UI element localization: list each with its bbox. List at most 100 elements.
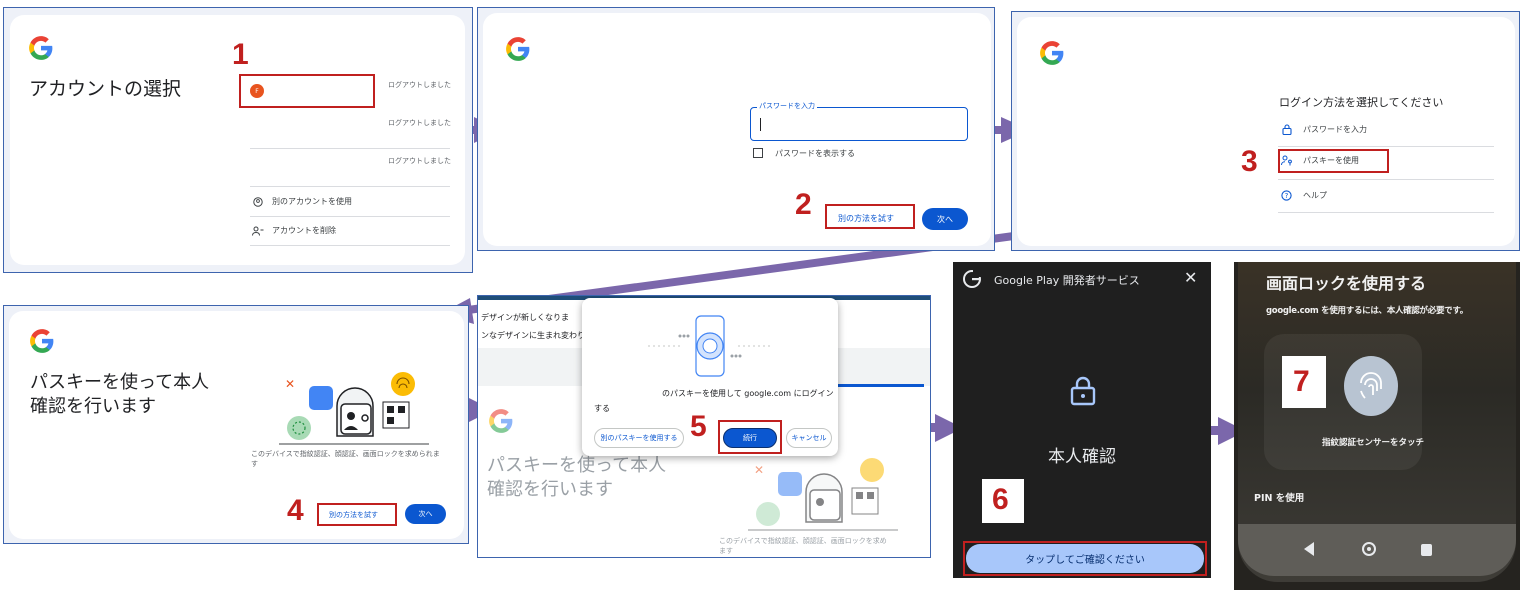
passkey-dialog: のパスキーを使用して google.com にログイン する 別のパスキーを使用…	[582, 298, 838, 456]
use-other-passkey-button[interactable]: 別のパスキーを使用する	[594, 428, 684, 448]
blue-underline	[788, 384, 924, 387]
panel-passkey-intro: パスキーを使って本人 確認を行います ✕ このデバイスで指紋認証、顔認証、画面ロ…	[3, 305, 469, 544]
close-icon[interactable]: ✕	[1184, 268, 1198, 287]
next-button[interactable]: 次へ	[922, 208, 968, 230]
panel-screen-lock: 画面ロックを使用する google.com を使用するには、本人確認が必要です。…	[1234, 262, 1520, 590]
home-nav-icon[interactable]	[1362, 542, 1376, 556]
step-number-3: 3	[1241, 145, 1258, 178]
remove-account-item[interactable]: アカウントを削除	[252, 224, 450, 240]
next-button[interactable]: 次へ	[405, 504, 446, 524]
account-circle-icon	[253, 197, 263, 207]
page-title-line1: パスキーを使って本人	[30, 372, 210, 393]
try-another-way-link[interactable]: 別の方法を試す	[329, 511, 378, 519]
google-logo-icon	[30, 329, 54, 353]
person-remove-icon	[252, 226, 264, 236]
background-description: このデバイスで指紋認証、顔認証、画面ロックを求め	[719, 537, 887, 545]
step-number-7: 7	[1293, 365, 1310, 398]
screen-lock-title: 画面ロックを使用する	[1266, 274, 1427, 293]
step-number-2: 2	[795, 188, 812, 221]
step-number-4: 4	[287, 494, 304, 527]
account-status: ログアウトしました	[388, 119, 451, 127]
google-logo-icon	[1040, 41, 1064, 65]
panel-choose-method: ログイン方法を選択してください パスワードを入力 パスキーを使用 ? ヘルプ 3	[1011, 11, 1520, 251]
background-description: ます	[719, 547, 733, 555]
lock-icon	[1282, 124, 1292, 135]
avatar[interactable]: F	[250, 84, 264, 98]
try-another-way-link[interactable]: 別の方法を試す	[838, 214, 894, 223]
show-password-label: パスワードを表示する	[775, 149, 855, 158]
description-text: このデバイスで指紋認証、顔認証、画面ロックを求められます	[251, 450, 440, 468]
passkey-illustration: ✕	[748, 458, 898, 531]
background-title-line2: 確認を行います	[487, 479, 613, 500]
verify-title: 本人確認	[1048, 447, 1116, 467]
banner-text: デザインが新しくなりま	[481, 313, 569, 322]
fingerprint-icon	[1360, 372, 1382, 399]
step-number-5: 5	[690, 410, 707, 443]
google-g-icon	[963, 270, 981, 288]
passkey-icon	[1281, 155, 1292, 166]
highlight-try-another-way	[317, 503, 397, 526]
svg-text:?: ?	[1285, 192, 1289, 200]
banner-text: ンなデザインに生まれ変わり	[481, 331, 585, 340]
page-title-line2: 確認を行います	[30, 396, 156, 417]
divider	[1278, 146, 1494, 147]
panel-passkey-dialog: デザインが新しくなりま ンなデザインに生まれ変わり パスキーを使って本人 確認を…	[477, 295, 931, 558]
password-input[interactable]	[750, 107, 968, 141]
panel-account-select: アカウントの選択 F ログアウトしました ログアウトしました ログアウトしました…	[3, 7, 473, 273]
divider	[1278, 212, 1494, 213]
option-label: パスキーを使用	[1303, 156, 1359, 165]
account-status: ログアウトしました	[388, 81, 451, 89]
divider	[250, 186, 450, 187]
use-pin-link[interactable]: PIN を使用	[1254, 493, 1305, 504]
dialog-message-continued: する	[594, 404, 610, 413]
option-help[interactable]: ? ヘルプ	[1280, 188, 1495, 206]
password-input-label: パスワードを入力	[757, 101, 817, 111]
help-icon: ?	[1281, 190, 1292, 201]
option-password[interactable]: パスワードを入力	[1280, 122, 1495, 140]
panel-play-services-verify: Google Play 開発者サービス ✕ 本人確認 タップしてご確認ください …	[953, 262, 1211, 578]
divider	[1278, 179, 1494, 180]
highlight-try-another-way	[825, 204, 915, 229]
tap-to-confirm-button[interactable]: タップしてご確認ください	[966, 544, 1204, 573]
step-7-badge	[1282, 356, 1326, 408]
account-status: ログアウトしました	[388, 157, 451, 165]
google-logo-icon	[29, 36, 53, 60]
background-title-line1: パスキーを使って本人	[487, 455, 667, 476]
show-password-checkbox[interactable]	[753, 148, 763, 158]
remove-account-label: アカウントを削除	[272, 226, 336, 235]
use-other-account-item[interactable]: 別のアカウントを使用	[252, 195, 450, 211]
fingerprint-button[interactable]	[1344, 356, 1398, 416]
svg-text:✕: ✕	[754, 463, 764, 477]
option-label: パスワードを入力	[1303, 125, 1367, 134]
passkey-illustration: ✕	[279, 372, 429, 445]
highlight-account-row	[239, 74, 375, 108]
lock-icon	[1070, 376, 1096, 406]
google-logo-icon	[489, 409, 513, 433]
divider	[250, 148, 450, 149]
google-logo-icon	[506, 37, 530, 61]
step-number-6: 6	[992, 483, 1009, 516]
dialog-message: のパスキーを使用して google.com にログイン	[662, 389, 834, 398]
option-passkey[interactable]: パスキーを使用	[1280, 153, 1386, 171]
choose-method-heading: ログイン方法を選択してください	[1279, 96, 1444, 109]
step-number-1: 1	[232, 38, 249, 71]
back-nav-icon[interactable]	[1304, 542, 1314, 556]
device-sync-icon	[648, 315, 772, 377]
highlight-continue	[718, 420, 782, 454]
touch-sensor-text: 指紋認証センサーをタッチ	[1322, 438, 1425, 448]
app-header: Google Play 開発者サービス	[994, 274, 1140, 287]
highlight-tap-button	[963, 541, 1207, 576]
continue-button[interactable]: 続行	[723, 428, 777, 448]
divider	[250, 245, 450, 246]
option-label: ヘルプ	[1303, 191, 1327, 200]
svg-text:✕: ✕	[285, 377, 295, 391]
text-cursor	[760, 118, 761, 131]
recents-nav-icon[interactable]	[1421, 544, 1432, 556]
divider	[250, 216, 450, 217]
step-6-badge	[982, 479, 1024, 523]
cancel-button[interactable]: キャンセル	[786, 428, 832, 448]
highlight-passkey-option	[1278, 149, 1389, 173]
nav-bar	[1238, 524, 1516, 576]
page-title: アカウントの選択	[29, 78, 182, 100]
use-other-account-label: 別のアカウントを使用	[272, 197, 352, 206]
